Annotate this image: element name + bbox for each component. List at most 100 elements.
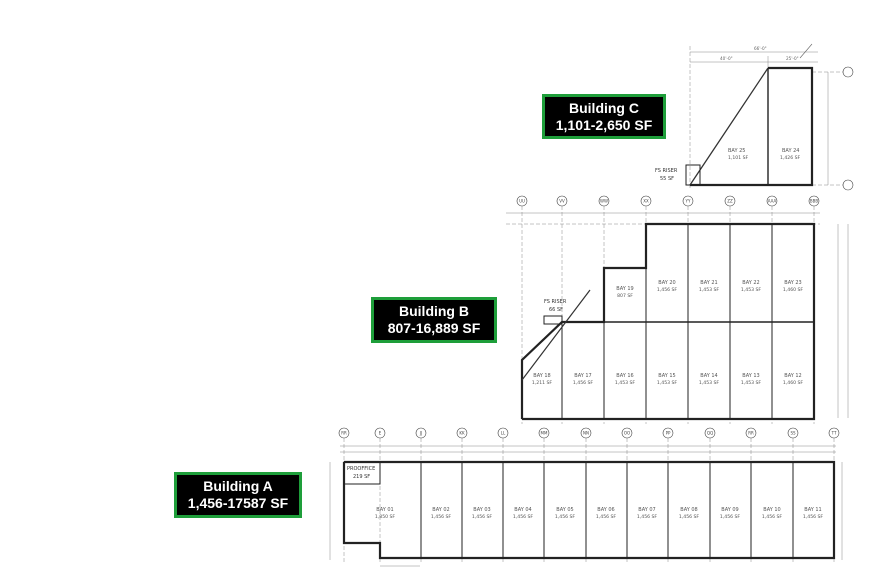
- bldg-a-grid-tag-8: PP: [666, 431, 671, 436]
- bldg-a-grid-tag-2: JJ: [419, 431, 422, 436]
- bldg-b-grid-tag-6: AAA: [768, 199, 777, 204]
- bldg-c-dim-left: 40'-0": [720, 56, 733, 61]
- bldg-a-grid-tag-1: E: [379, 431, 382, 436]
- bay-25-name: BAY 25: [728, 148, 745, 154]
- bldg-b-upper-bay-name-2: BAY 21: [700, 280, 717, 286]
- bldg-b-lower-bay-sf-1: 1,456 SF: [573, 380, 594, 386]
- bldg-b-grid-tag-4: YY: [685, 199, 691, 204]
- bldg-a-grid-bubble-9: [704, 427, 716, 439]
- bldg-a-grid-bubble-1: [374, 427, 386, 439]
- bldg-a-bay-name-8: BAY 09: [721, 507, 738, 513]
- bldg-c-dim-right: 25'-0": [786, 56, 799, 61]
- bldg-b-lower-bay-name-4: BAY 14: [700, 373, 717, 379]
- bldg-b-upper-bay-name-4: BAY 23: [784, 280, 801, 286]
- building-c-label-name: Building C: [569, 100, 639, 116]
- bldg-b-grid-tag-1: VV: [559, 199, 565, 204]
- bldg-a-bay-name-2: BAY 03: [473, 507, 490, 513]
- building-c-label: Building C 1,101-2,650 SF: [542, 94, 666, 139]
- bldg-b-grid-tag-7: BBB: [810, 199, 818, 204]
- bldg-b-lower-bay-sf-3: 1,453 SF: [657, 380, 678, 386]
- bldg-a-bay-sf-5: 1,456 SF: [596, 514, 617, 520]
- bldg-b-riser-name: FS RISER: [544, 299, 567, 305]
- building-a-label: Building A 1,456-17587 SF: [174, 472, 302, 518]
- bldg-a-grid-tag-5: MM: [541, 431, 548, 436]
- bldg-a-grid-tag-12: TT: [831, 431, 837, 436]
- bldg-b-grid-bubble-2: [598, 195, 610, 207]
- bldg-b-grid-bubble-3: [640, 195, 652, 207]
- building-b-label: Building B 807-16,889 SF: [371, 297, 497, 343]
- bldg-b-grid-tag-0: UU: [519, 199, 525, 204]
- bldg-a-grid-tag-10: RR: [748, 431, 754, 436]
- bldg-a-bay-sf-0: 1,850 SF: [375, 514, 396, 520]
- bldg-c-dim-overall: 66'-0": [754, 46, 767, 51]
- bldg-a-grid-tag-0: RR: [341, 431, 347, 436]
- bldg-a-grid-bubble-0: [338, 427, 350, 439]
- bldg-a-bay-name-9: BAY 10: [763, 507, 780, 513]
- bldg-b-grid-bubble-1: [556, 195, 568, 207]
- bldg-b-lower-bay-name-2: BAY 16: [616, 373, 633, 379]
- bldg-a-grid-bubble-8: [662, 427, 674, 439]
- bldg-a-bay-name-10: BAY 11: [804, 507, 821, 513]
- bldg-b-grid-bubble-6: [766, 195, 778, 207]
- bay-24-name: BAY 24: [782, 148, 799, 154]
- bldg-a-bay-sf-1: 1,456 SF: [431, 514, 452, 520]
- building-a-label-name: Building A: [203, 478, 273, 494]
- bldg-b-upper-bay-sf-0: 807 SF: [617, 293, 633, 299]
- bldg-b-upper-bay-name-1: BAY 20: [658, 280, 675, 286]
- bldg-b-lower-bay-name-1: BAY 17: [574, 373, 591, 379]
- bldg-b-upper-bay-sf-2: 1,453 SF: [699, 287, 720, 293]
- bldg-a-grid-tag-9: QQ: [707, 431, 713, 436]
- bldg-c-riser-name: FS RISER: [655, 168, 678, 174]
- bldg-b-riser-sf: 66 SF: [549, 307, 563, 313]
- bldg-a-grid-bubble-5: [538, 427, 550, 439]
- bldg-a-grid-tag-3: KK: [459, 431, 465, 436]
- bldg-b-grid-bubble-0: [516, 195, 528, 207]
- bldg-b-upper-bay-sf-3: 1,453 SF: [741, 287, 762, 293]
- bldg-a-bay-name-1: BAY 02: [432, 507, 449, 513]
- bldg-a-bay-name-5: BAY 06: [597, 507, 614, 513]
- bldg-a-office-name: PROOFFICE: [347, 466, 375, 472]
- bldg-b-upper-bay-name-0: BAY 19: [616, 286, 633, 292]
- bldg-a-bay-sf-3: 1,456 SF: [513, 514, 534, 520]
- bldg-a-grid-bubble-2: [415, 427, 427, 439]
- bldg-a-grid-bubble-4: [497, 427, 509, 439]
- bldg-a-bay-sf-2: 1,456 SF: [472, 514, 493, 520]
- bldg-b-lower-bay-sf-0: 1,211 SF: [532, 380, 553, 386]
- bldg-a-bay-sf-4: 1,456 SF: [555, 514, 576, 520]
- bay-25-sf: 1,101 SF: [728, 155, 749, 161]
- bldg-a-grid-bubble-10: [745, 427, 757, 439]
- bldg-b-grid-bubble-5: [724, 195, 736, 207]
- bldg-a-grid-bubble-12: [828, 427, 840, 439]
- bldg-b-upper-bay-sf-1: 1,456 SF: [657, 287, 678, 293]
- bldg-a-bay-name-0: BAY 01: [376, 507, 393, 513]
- bldg-a-grid-tag-6: NN: [583, 431, 589, 436]
- bldg-a-grid-tag-11: SS: [790, 431, 796, 436]
- bldg-a-grid-bubble-11: [787, 427, 799, 439]
- bldg-b-lower-bay-sf-4: 1,453 SF: [699, 380, 720, 386]
- bay-24-sf: 1,426 SF: [780, 155, 801, 161]
- bldg-a-bay-sf-7: 1,456 SF: [679, 514, 700, 520]
- bldg-a-bay-sf-10: 1,456 SF: [803, 514, 824, 520]
- bldg-a-grid-bubble-3: [456, 427, 468, 439]
- bldg-a-bay-sf-6: 1,456 SF: [637, 514, 658, 520]
- building-a-label-sf: 1,456-17587 SF: [187, 495, 289, 511]
- bldg-b-grid-tag-3: XX: [643, 199, 649, 204]
- bldg-b-grid-bubble-4: [682, 195, 694, 207]
- bldg-b-lower-bay-name-6: BAY 12: [784, 373, 801, 379]
- bldg-b-grid-bubble-7: [808, 195, 820, 207]
- bldg-b-lower-bay-name-0: BAY 18: [533, 373, 550, 379]
- bldg-a-bay-name-6: BAY 07: [638, 507, 655, 513]
- bldg-a-bay-name-7: BAY 08: [680, 507, 697, 513]
- bldg-b-lower-bay-name-3: BAY 15: [658, 373, 675, 379]
- bldg-a-grid-tag-7: OO: [624, 431, 630, 436]
- bldg-b-lower-bay-sf-5: 1,453 SF: [741, 380, 762, 386]
- bldg-a-grid-bubble-7: [621, 427, 633, 439]
- building-c-label-sf: 1,101-2,650 SF: [555, 117, 653, 133]
- bldg-b-grid-tag-5: ZZ: [727, 199, 733, 204]
- bldg-a-office-sf: 219 SF: [353, 474, 370, 480]
- bldg-b-upper-bay-name-3: BAY 22: [742, 280, 759, 286]
- bldg-a-bay-name-3: BAY 04: [514, 507, 531, 513]
